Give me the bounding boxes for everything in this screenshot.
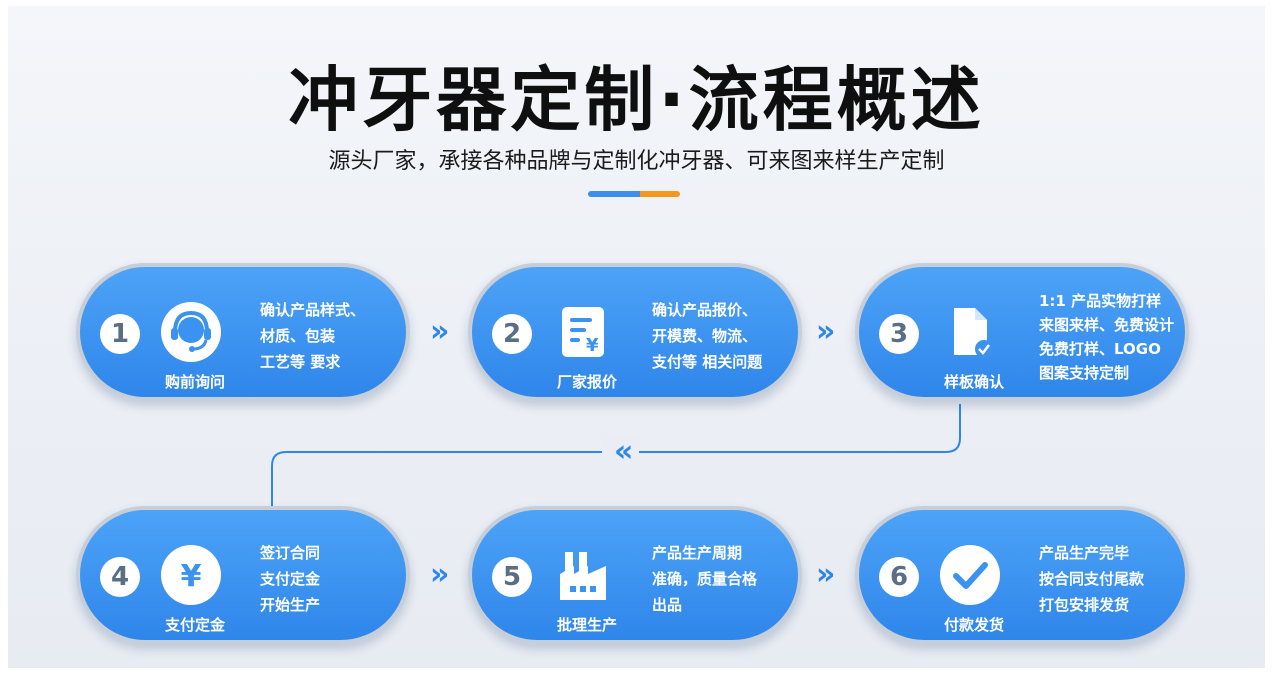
step-description-line: 签订合同	[260, 544, 321, 562]
step-description-line: 确认产品样式、	[260, 301, 366, 319]
step-number: 3	[879, 314, 919, 354]
step-description-line: 材质、包装	[260, 327, 336, 345]
step-number: 5	[492, 557, 532, 597]
step-description-line: 准确，质量合格	[652, 570, 758, 588]
process-infographic: 冲牙器定制·流程概述 源头厂家，承接各种品牌与定制化冲牙器、可来图来样生产定制 …	[8, 6, 1265, 668]
step-description-line: 确认产品报价、	[652, 301, 758, 319]
yen-icon: ¥	[158, 542, 224, 608]
step-description-line: 免费打样、LOGO	[1039, 340, 1161, 358]
svg-text:¥: ¥	[181, 559, 202, 594]
step-label: 厂家报价	[556, 373, 617, 391]
accent-bar-orange	[640, 191, 680, 197]
step-label: 批理生产	[556, 616, 617, 634]
step-description-line: 按合同支付尾款	[1039, 570, 1145, 588]
headset-icon	[158, 299, 224, 365]
check-circle-icon	[937, 542, 1003, 608]
step-description-line: 工艺等 要求	[260, 353, 341, 371]
step-description-line: 开模费、物流、	[652, 327, 758, 345]
step-number: 4	[100, 557, 140, 597]
accent-bar-blue	[588, 191, 640, 197]
step-description-line: 开始生产	[260, 596, 321, 614]
accent-bar	[588, 191, 680, 197]
page-title: 冲牙器定制·流程概述	[288, 59, 985, 141]
step-card-1: 1 购前询问 确认产品样式、 材质、包装 工艺等 要求	[76, 263, 410, 401]
step-description-line: 出品	[652, 596, 683, 614]
step-card-5: 5 批理生产 产品生产周期 准确，质量合格 出品	[468, 506, 802, 644]
back-arrow-icon: «	[602, 434, 640, 469]
file-check-icon	[937, 299, 1003, 365]
step-description-line: 来图来样、免费设计	[1039, 316, 1175, 334]
step-description-line: 产品生产周期	[652, 544, 743, 562]
step-number: 2	[492, 314, 532, 354]
forward-arrow-icon: »	[430, 557, 450, 592]
step-card-6: 6 付款发货 产品生产完毕 按合同支付尾款 打包安排发货	[855, 506, 1189, 644]
step-description: 确认产品报价、 开模费、物流、 支付等 相关问题	[652, 297, 762, 375]
step-label: 购前询问	[164, 373, 225, 391]
step-description-line: 支付等 相关问题	[652, 353, 763, 371]
step-description-line: 支付定金	[260, 570, 321, 588]
step-description: 产品生产周期 准确，质量合格 出品	[652, 540, 757, 618]
step-description: 签订合同 支付定金 开始生产	[260, 540, 320, 618]
page-subtitle: 源头厂家，承接各种品牌与定制化冲牙器、可来图来样生产定制	[328, 149, 945, 174]
step-description: 确认产品样式、 材质、包装 工艺等 要求	[260, 297, 365, 375]
step-label: 样板确认	[943, 373, 1004, 391]
step-label: 支付定金	[164, 616, 225, 634]
step-description-line: 产品生产完毕	[1039, 544, 1130, 562]
svg-text:¥: ¥	[586, 335, 599, 356]
step-description-line: 1:1 产品实物打样	[1039, 292, 1162, 310]
factory-icon	[550, 542, 616, 608]
step-description-line: 图案支持定制	[1039, 364, 1130, 382]
step-card-2: 2 ¥ 厂家报价 确认产品报价、 开模费、物流、 支付等 相关问题	[468, 263, 802, 401]
step-number: 1	[100, 314, 140, 354]
forward-arrow-icon: »	[430, 314, 450, 349]
forward-arrow-icon: »	[816, 314, 836, 349]
step-card-3: 3 样板确认 1:1 产品实物打样 来图来样、免费设计 免费打样、LOGO 图案…	[855, 263, 1189, 401]
step-number: 6	[879, 557, 919, 597]
quote-document-icon: ¥	[550, 299, 616, 365]
step-description: 1:1 产品实物打样 来图来样、免费设计 免费打样、LOGO 图案支持定制	[1039, 289, 1174, 385]
step-label: 付款发货	[943, 616, 1004, 634]
step-description: 产品生产完毕 按合同支付尾款 打包安排发货	[1039, 540, 1144, 618]
forward-arrow-icon: »	[816, 557, 836, 592]
step-card-4: 4 ¥ 支付定金 签订合同 支付定金 开始生产	[76, 506, 410, 644]
step-description-line: 打包安排发货	[1039, 596, 1130, 614]
